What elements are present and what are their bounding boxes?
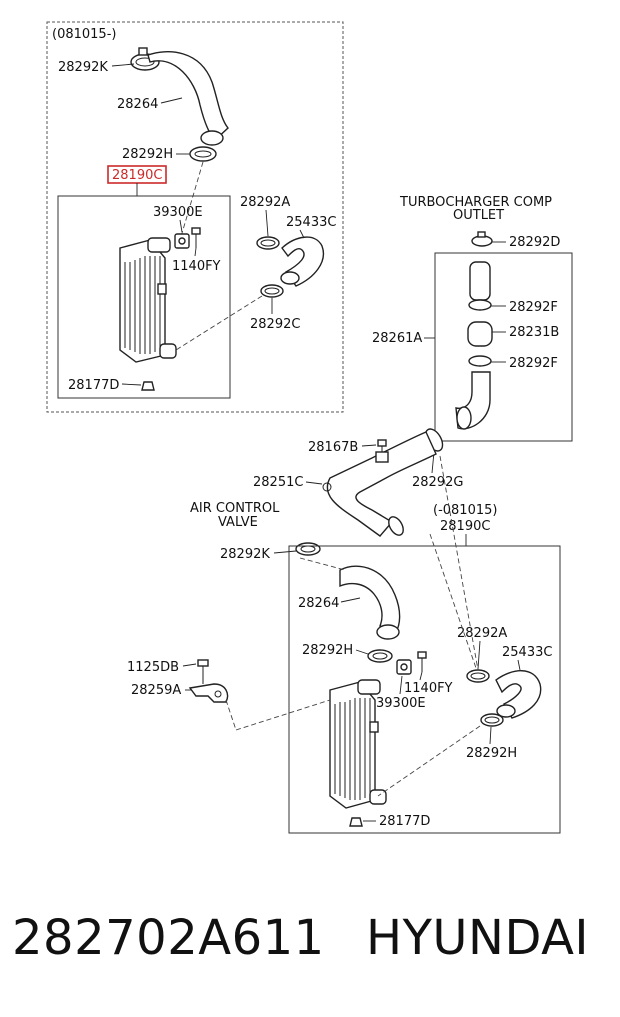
hose-25433c-top[interactable] [280,236,325,287]
clamp-28292a-top[interactable] [256,236,280,250]
part-number: 282702A611 [12,910,325,966]
label-28292h-b: 28292H [302,643,353,658]
label-turbo-line2: OUTLET [453,208,504,223]
new-version-group-frame [46,21,344,413]
hose-25433c-bottom[interactable] [495,670,542,719]
label-28292d: 28292D [509,235,560,250]
label-28190c-b: 28190C [440,519,490,534]
label-28177d-b: 28177D [379,814,430,829]
label-25433c-a: 25433C [286,215,336,230]
intercooler-assembly-frame-top [57,195,231,399]
clamp-28292d[interactable] [471,231,493,247]
label-28292k-b: 28292K [220,547,270,562]
label-39300e-a: 39300E [153,205,203,220]
label-1125db: 1125DB [127,660,179,675]
bolt-1125db[interactable] [197,659,209,684]
intercooler-top[interactable] [119,237,177,363]
footer: 282702A611 HYUNDAI [0,908,620,978]
label-air-line2: VALVE [218,515,258,530]
bolt-1140fy-bottom[interactable] [417,651,427,672]
parts-diagram: (081015-) 28292K 28264 28292H 28190C [46,21,573,834]
brand-name: HYUNDAI [366,910,590,966]
label-28264-b: 28264 [298,596,339,611]
clamp-28292h-bottom[interactable] [367,649,393,663]
pipe-28261a[interactable] [455,261,493,430]
label-28292h-c: 28292H [466,746,517,761]
label-28292a-a: 28292A [240,195,290,210]
clamp-28292c[interactable] [260,284,284,298]
label-28259a: 28259A [131,683,181,698]
mount-28177d-bottom[interactable] [349,817,363,827]
bolt-1140fy-top[interactable] [191,227,201,248]
clamp-28292h-bottom-right[interactable] [480,713,504,727]
label-28177d-a: 28177D [68,378,119,393]
pipe-28251c[interactable] [322,431,437,538]
bracket-28259a[interactable] [188,683,229,703]
label-28292f-b: 28292F [509,356,558,371]
label-28292f-a: 28292F [509,300,558,315]
label-28190c-highlighted: 28190C [112,168,162,183]
hose-28264-top[interactable] [147,50,229,146]
label-28251c: 28251C [253,475,303,490]
sensor-39300e-top[interactable] [174,233,190,249]
label-39300e-b: 39300E [376,696,426,711]
label-28292c: 28292C [250,317,300,332]
mount-28177d-top[interactable] [141,381,155,391]
label-range-new: (081015-) [52,27,116,42]
sensor-39300e-bottom[interactable] [396,659,412,675]
label-28264-a: 28264 [117,97,158,112]
intercooler-bottom[interactable] [329,679,387,809]
label-25433c-b: 25433C [502,645,552,660]
label-28292h-a: 28292H [122,147,173,162]
label-range-old: (-081015) [433,503,497,518]
label-1140fy-a: 1140FY [172,259,221,274]
clamp-28292a-bottom[interactable] [466,669,490,683]
turbo-pipe-frame [434,252,573,442]
hose-28264-bottom[interactable] [339,565,401,640]
label-28292g: 28292G [412,475,463,490]
label-turbo-line1: TURBOCHARGER COMP [399,195,552,210]
clamp-28292h-top[interactable] [189,146,217,162]
intercooler-assembly-frame-bottom [288,545,561,834]
label-28231b: 28231B [509,325,559,340]
label-28261a: 28261A [372,331,422,346]
clamp-28292k-bottom[interactable] [295,542,321,556]
label-28167b: 28167B [308,440,358,455]
label-28292a-b: 28292A [457,626,507,641]
label-1140fy-b: 1140FY [404,681,453,696]
label-air-line1: AIR CONTROL [190,501,280,516]
label-28292k-a: 28292K [58,60,108,75]
